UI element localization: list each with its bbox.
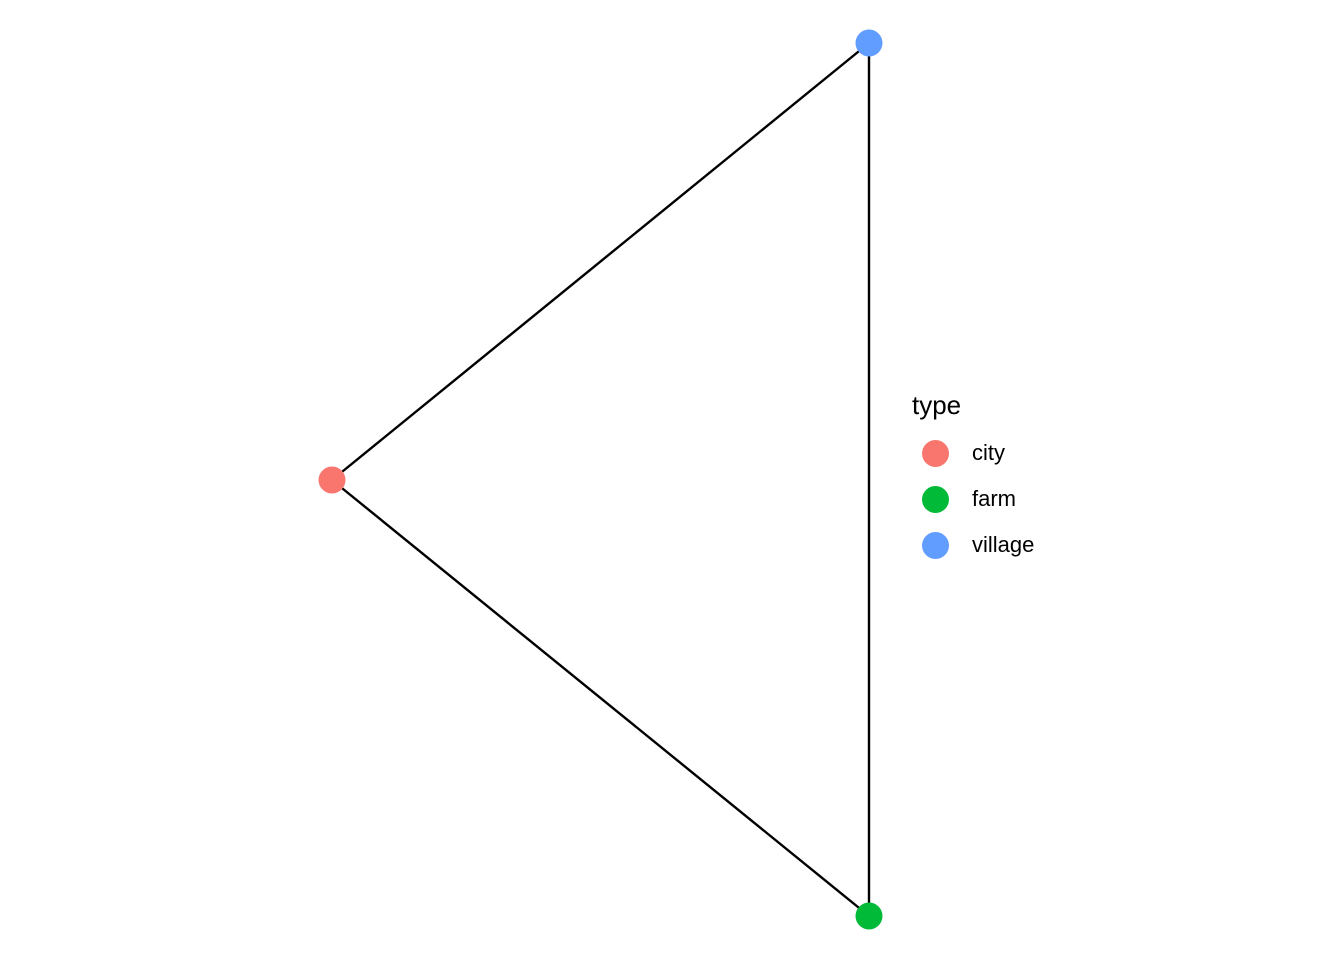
legend-label: farm [972, 486, 1016, 511]
legend-item-village: village [912, 522, 1034, 568]
legend-label: city [972, 440, 1005, 465]
legend-item-farm: farm [912, 476, 1034, 522]
node-village [855, 29, 883, 57]
circle-icon [921, 531, 949, 559]
legend-title: type [912, 390, 962, 420]
circle-icon [921, 439, 949, 467]
legend-item-city: city [912, 430, 1034, 476]
edge-city-farm [331, 479, 870, 917]
legend-key [912, 476, 958, 522]
node-farm [855, 902, 883, 930]
legend-key [912, 430, 958, 476]
graph-nodes [318, 29, 883, 930]
node-city [318, 466, 346, 494]
graph-edges [331, 42, 871, 917]
legend-label: village [972, 532, 1035, 557]
circle-icon [921, 485, 949, 513]
edge-city-village [331, 42, 870, 481]
legend-key [912, 522, 958, 568]
legend: type city farm village [912, 390, 1034, 568]
